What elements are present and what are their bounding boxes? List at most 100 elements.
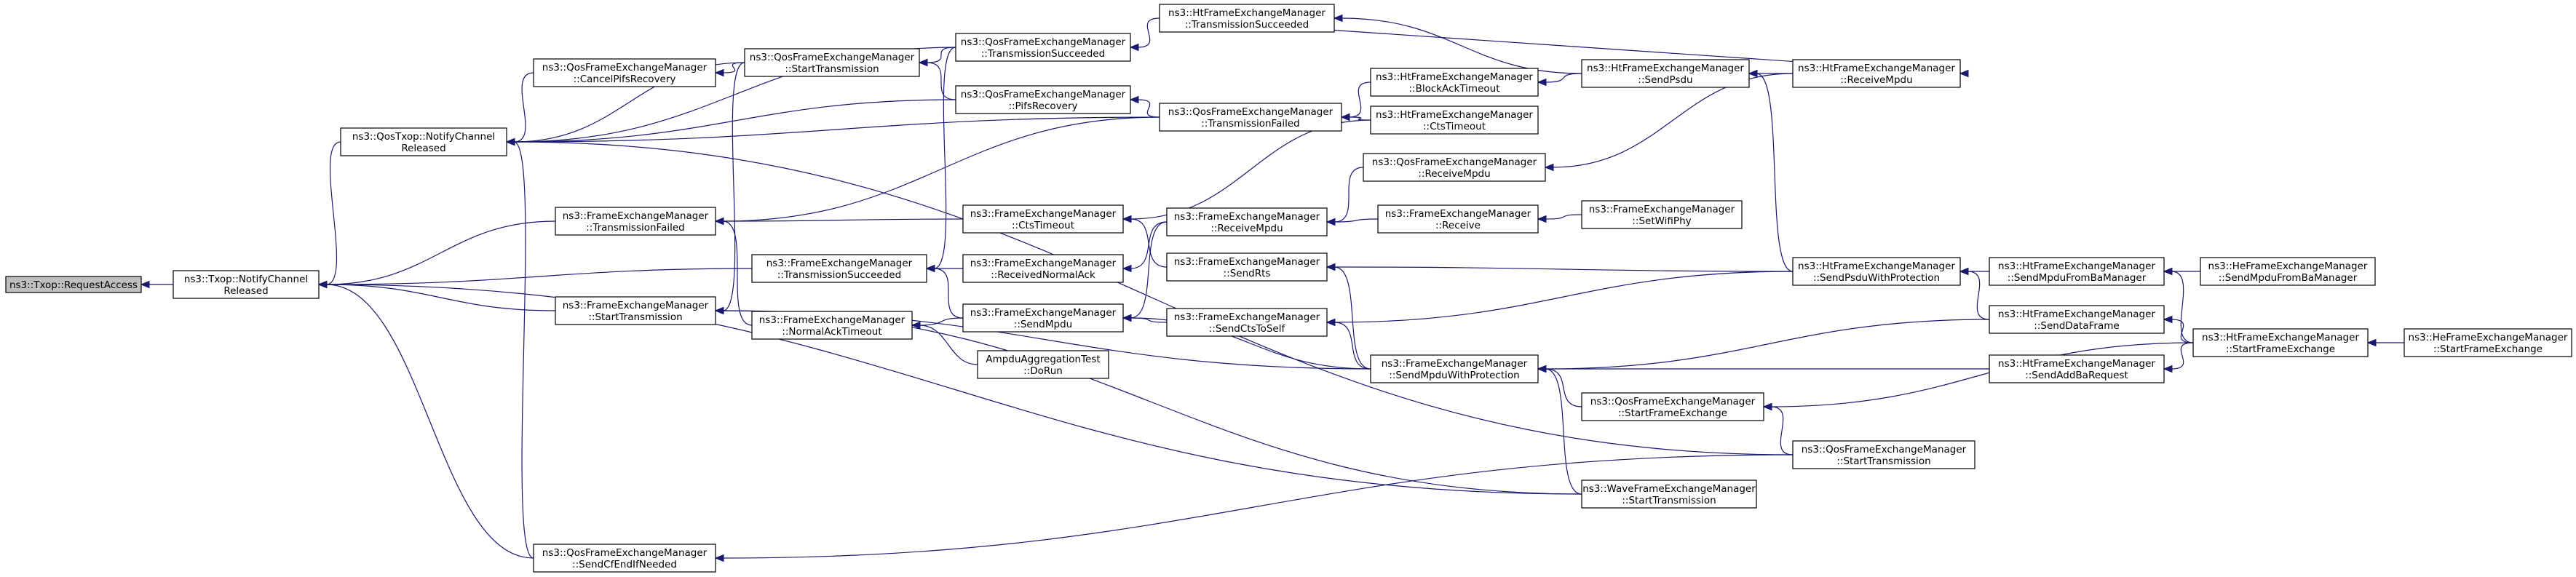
edge-arrowhead (1325, 318, 1336, 327)
edge-arrowhead (1340, 113, 1350, 122)
edge-arrowhead (1537, 365, 1547, 373)
node-box[interactable] (1159, 103, 1342, 132)
node-box[interactable] (962, 303, 1124, 333)
node-box[interactable] (533, 58, 716, 87)
node-box[interactable] (955, 85, 1131, 114)
node-box[interactable] (555, 296, 716, 325)
graph-node[interactable]: ns3::HtFrameExchangeManager::SendAddBaRe… (1989, 354, 2165, 383)
node-box[interactable] (1363, 153, 1546, 182)
graph-node[interactable]: ns3::QosFrameExchangeManager::SendCfEndI… (533, 544, 716, 573)
node-box[interactable] (751, 311, 913, 340)
graph-node[interactable]: ns3::FrameExchangeManager::SendMpdu (962, 303, 1124, 333)
graph-node[interactable]: ns3::FrameExchangeManager::SetWifiPhy (1581, 200, 1743, 229)
graph-node[interactable]: ns3::Txop::RequestAccess (5, 276, 142, 293)
node-label: ::StartTransmission (1622, 495, 1716, 506)
node-box[interactable] (1792, 59, 1961, 88)
call-edge (1348, 116, 1371, 121)
graph-node[interactable]: ns3::WaveFrameExchangeManager::StartTran… (1581, 479, 1757, 509)
graph-node[interactable]: ns3::FrameExchangeManager::StartTransmis… (555, 296, 716, 325)
node-box[interactable] (962, 204, 1124, 234)
node-box[interactable] (962, 254, 1124, 283)
graph-node[interactable]: ns3::HtFrameExchangeManager::StartFrameE… (2192, 328, 2369, 357)
graph-node[interactable]: AmpduAggregationTest::DoRun (977, 350, 1109, 379)
node-box[interactable] (2403, 328, 2572, 357)
node-label: ns3::FrameExchangeManager (1589, 204, 1735, 215)
node-box[interactable] (977, 350, 1109, 379)
node-box[interactable] (1166, 207, 1328, 236)
graph-node[interactable]: ns3::FrameExchangeManager::TransmissionS… (751, 254, 927, 283)
graph-node[interactable]: ns3::HtFrameExchangeManager::CtsTimeout (1370, 106, 1539, 135)
graph-node[interactable]: ns3::QosFrameExchangeManager::Transmissi… (955, 33, 1131, 62)
node-label: ::SendDataFrame (2034, 320, 2119, 332)
graph-node[interactable]: ns3::HtFrameExchangeManager::Transmissio… (1159, 4, 1335, 33)
node-box[interactable] (555, 207, 716, 236)
graph-node[interactable]: ns3::FrameExchangeManager::CtsTimeout (962, 204, 1124, 234)
graph-node[interactable]: ns3::HtFrameExchangeManager::BlockAckTim… (1370, 68, 1539, 97)
graph-node[interactable]: ns3::HeFrameExchangeManager::SendMpduFro… (2200, 257, 2376, 286)
node-box[interactable] (744, 48, 920, 77)
node-box[interactable] (533, 544, 716, 573)
node-label: ns3::FrameExchangeManager (563, 210, 709, 222)
node-box[interactable] (1989, 354, 2165, 383)
call-edge (513, 99, 956, 143)
node-box[interactable] (173, 270, 320, 299)
node-box[interactable] (340, 127, 507, 156)
node-box[interactable] (1370, 68, 1539, 97)
graph-node[interactable]: ns3::FrameExchangeManager::TransmissionF… (555, 207, 716, 236)
graph-node[interactable]: ns3::HtFrameExchangeManager::SendPsduWit… (1792, 257, 1961, 286)
graph-node[interactable]: ns3::FrameExchangeManager::SendMpduWithP… (1370, 354, 1539, 383)
graph-node[interactable]: ns3::QosFrameExchangeManager::StartTrans… (1792, 440, 1975, 469)
node-box[interactable] (1377, 204, 1539, 234)
graph-node[interactable]: ns3::HtFrameExchangeManager::SendDataFra… (1989, 305, 2165, 334)
node-label: ::SendPsduWithProtection (1813, 272, 1940, 284)
edge-arrowhead (925, 264, 935, 273)
node-box[interactable] (1159, 4, 1335, 33)
node-box[interactable] (1581, 59, 1750, 88)
graph-node[interactable]: ns3::QosFrameExchangeManager::StartTrans… (744, 48, 920, 77)
call-edge (1333, 266, 1794, 272)
call-edge (919, 317, 964, 326)
node-box[interactable] (1370, 354, 1539, 383)
graph-node[interactable]: ns3::HtFrameExchangeManager::ReceiveMpdu (1792, 59, 1961, 88)
graph-node[interactable]: ns3::FrameExchangeManager::Receive (1377, 204, 1539, 234)
node-box[interactable] (1581, 200, 1743, 229)
graph-node[interactable]: ns3::QosFrameExchangeManager::ReceiveMpd… (1363, 153, 1546, 182)
node-label: ns3::Txop::RequestAccess (9, 279, 138, 291)
graph-node[interactable]: ns3::QosFrameExchangeManager::StartFrame… (1581, 392, 1764, 421)
node-box[interactable] (2200, 257, 2376, 286)
node-box[interactable] (1989, 257, 2165, 286)
graph-node[interactable]: ns3::FrameExchangeManager::SendRts (1166, 252, 1328, 282)
graph-node[interactable]: ns3::HtFrameExchangeManager::SendMpduFro… (1989, 257, 2165, 286)
node-box[interactable] (1166, 252, 1328, 282)
call-edge (513, 72, 534, 143)
graph-node[interactable]: ns3::QosFrameExchangeManager::Transmissi… (1159, 103, 1342, 132)
graph-node[interactable]: ns3::HeFrameExchangeManager::StartFrameE… (2403, 328, 2572, 357)
node-box[interactable] (2192, 328, 2369, 357)
graph-node[interactable]: ns3::FrameExchangeManager::SendCtsToSelf (1166, 308, 1328, 337)
node-box[interactable] (1792, 440, 1975, 469)
node-label: ::BlockAckTimeout (1409, 83, 1500, 95)
node-box[interactable] (1989, 305, 2165, 334)
edge-arrowhead (2163, 365, 2173, 373)
node-box[interactable] (751, 254, 927, 283)
graph-node[interactable]: ns3::FrameExchangeManager::ReceiveMpdu (1166, 207, 1328, 236)
node-label: ::ReceiveMpdu (1210, 223, 1283, 234)
graph-node[interactable]: ns3::HtFrameExchangeManager::SendPsdu (1581, 59, 1750, 88)
call-edge (722, 218, 964, 222)
node-box[interactable] (955, 33, 1131, 62)
graph-node[interactable]: ns3::FrameExchangeManager::NormalAckTime… (751, 311, 913, 340)
node-box[interactable] (1581, 392, 1764, 421)
graph-node[interactable]: ns3::FrameExchangeManager::ReceivedNorma… (962, 254, 1124, 283)
node-box[interactable] (1166, 308, 1328, 337)
root-node-box[interactable] (5, 276, 142, 293)
graph-node[interactable]: ns3::QosFrameExchangeManager::CancelPifs… (533, 58, 716, 87)
call-edge (1130, 119, 1371, 220)
call-edge (1545, 368, 1582, 407)
node-box[interactable] (1581, 479, 1757, 509)
node-box[interactable] (1370, 106, 1539, 135)
graph-node[interactable]: ns3::QosFrameExchangeManager::PifsRecove… (955, 85, 1131, 114)
node-box[interactable] (1792, 257, 1961, 286)
edge-arrowhead (2163, 315, 2173, 324)
